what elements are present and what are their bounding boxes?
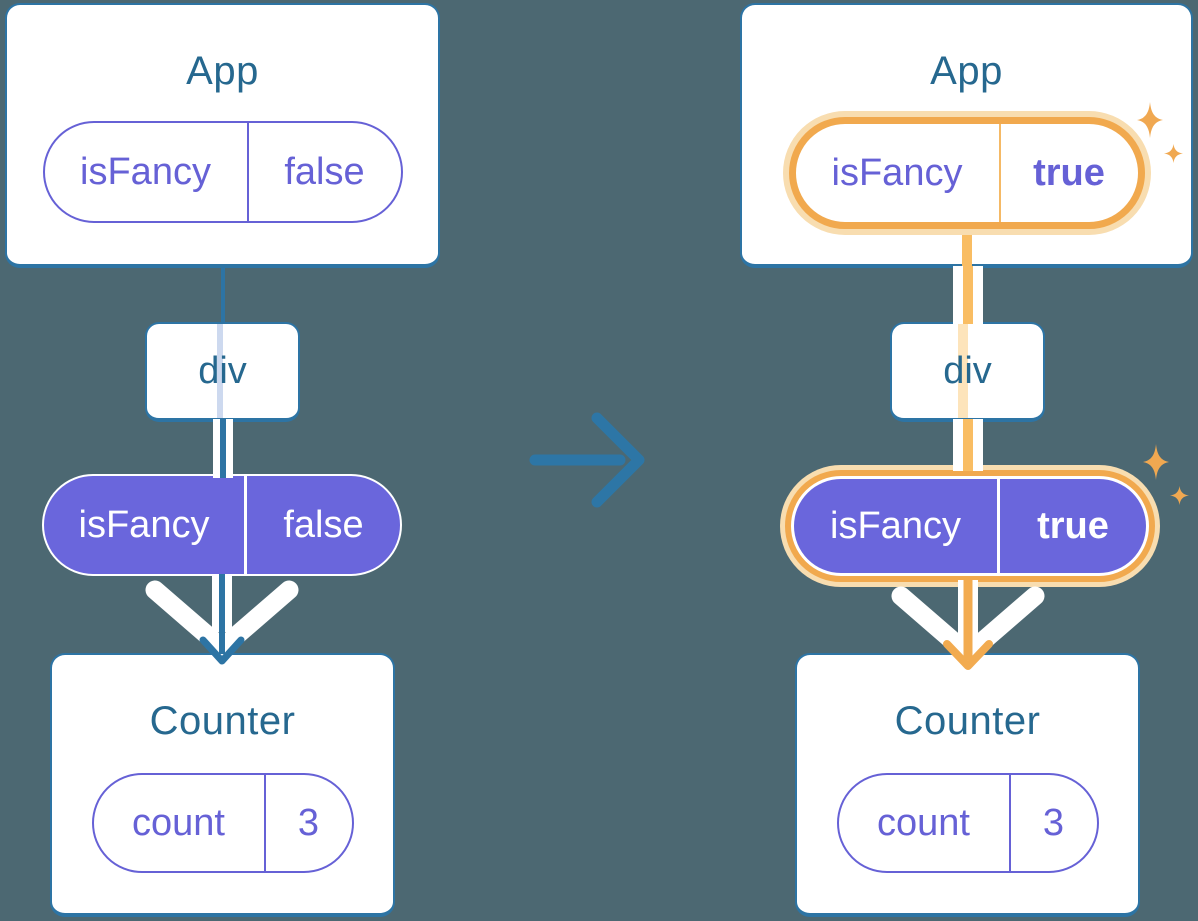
prop-pipe-core [963, 419, 973, 471]
pill-key: count [839, 775, 1011, 871]
sparkles-icon [1143, 444, 1189, 505]
transition-right-arrow-icon [529, 412, 645, 508]
app-card: App isFancy true [740, 3, 1193, 268]
pill-key: isFancy [44, 476, 247, 574]
prop-flow-down-arrow-icon [891, 580, 1045, 670]
prop-pipe [953, 419, 983, 471]
pill-value: false [283, 503, 364, 546]
prop-pipe-core [963, 266, 973, 324]
state-pill: isFancy false [42, 121, 403, 223]
prop-pipe-core [220, 419, 226, 478]
pill-value: true [1037, 504, 1109, 547]
div-box: div [890, 322, 1045, 422]
pill-key: isFancy [45, 123, 249, 221]
pill-key: isFancy [796, 124, 1001, 222]
counter-card: Counter count 3 [50, 653, 395, 917]
context-line-faint [217, 324, 223, 418]
prop-flow-down-arrow-icon [145, 574, 299, 665]
div-box: div [145, 322, 300, 422]
div-label: div [943, 349, 992, 392]
state-line-orange [961, 220, 972, 268]
app-title: App [186, 49, 259, 93]
prop-pill-highlighted: isFancy true [785, 470, 1155, 582]
context-line-faint [958, 324, 968, 418]
div-label: div [198, 349, 247, 392]
pill-value: 3 [297, 801, 320, 844]
connector-line [221, 266, 225, 324]
sparkles-icon [1137, 102, 1183, 163]
counter-card: Counter count 3 [795, 653, 1140, 917]
prop-pipe [953, 266, 983, 324]
pill-value: 3 [1042, 801, 1065, 844]
pill-value: false [284, 150, 365, 193]
counter-title: Counter [149, 699, 296, 743]
state-pill: count 3 [91, 773, 354, 873]
prop-pill: isFancy true [794, 479, 1146, 573]
pill-key: count [94, 775, 266, 871]
pill-key: isFancy [794, 479, 1000, 573]
app-card: App isFancy false [5, 3, 440, 268]
counter-title: Counter [894, 699, 1041, 743]
app-title: App [930, 49, 1003, 93]
prop-pill: isFancy false [42, 474, 402, 576]
state-pill-highlighted: isFancy true [788, 117, 1145, 229]
prop-pipe [213, 419, 233, 478]
state-pill: count 3 [836, 773, 1099, 873]
pill-value: true [1033, 151, 1105, 194]
